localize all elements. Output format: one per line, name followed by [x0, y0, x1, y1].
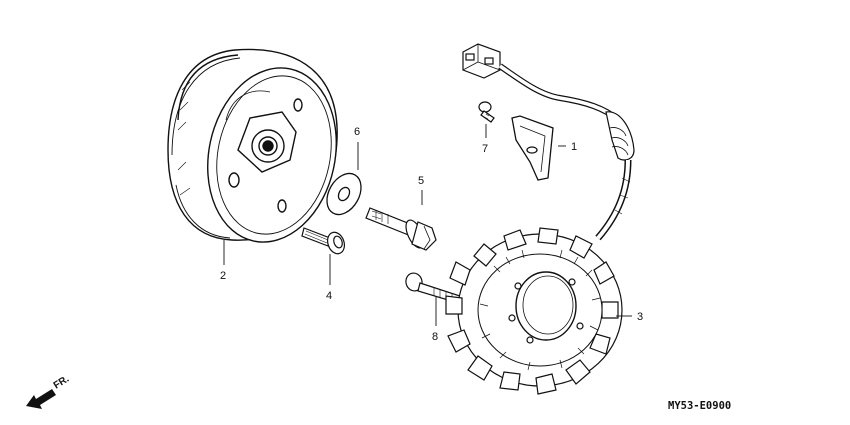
callout-5: 5 — [418, 175, 424, 187]
leader-lines — [223, 124, 632, 326]
callout-8: 8 — [432, 331, 438, 343]
flywheel-rotor — [167, 48, 338, 243]
callout-3: 3 — [637, 311, 643, 323]
callout-1: 1 — [571, 141, 577, 153]
drawing-code: MY53-E0900 — [668, 400, 731, 412]
stator — [445, 227, 623, 395]
socket-bolt-4 — [301, 227, 346, 255]
callout-6: 6 — [354, 126, 360, 138]
callout-4: 4 — [326, 290, 332, 302]
wire-harness — [462, 43, 635, 241]
front-marker-label: FR. — [52, 374, 72, 392]
screw-7 — [478, 101, 495, 123]
clamp-1 — [511, 115, 554, 181]
callout-7: 7 — [482, 143, 488, 155]
front-arrow-icon — [26, 389, 56, 409]
callout-2: 2 — [220, 270, 226, 282]
flange-bolt-5 — [365, 207, 437, 251]
washer — [326, 172, 362, 216]
